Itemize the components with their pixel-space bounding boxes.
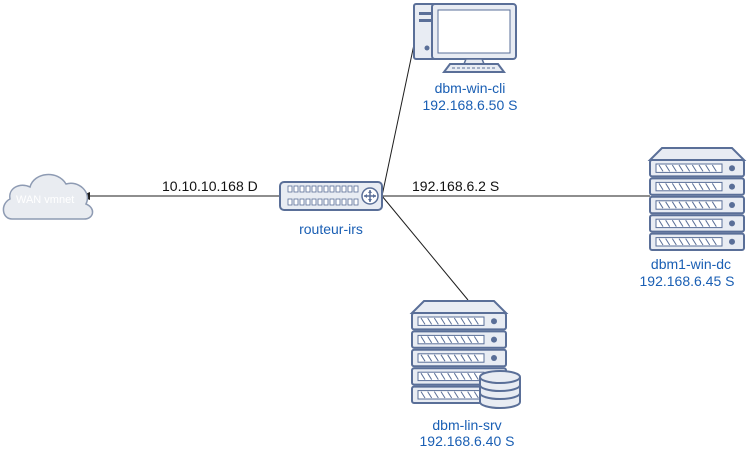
link-line-lin-srv (381, 195, 469, 301)
win-cli-ip: 192.168.6.50 S (422, 97, 518, 113)
router-label: routeur-irs (299, 221, 363, 237)
lan-link-label: 192.168.6.2 S (412, 178, 500, 194)
lin-srv-name: dbm-lin-srv (432, 417, 502, 433)
win-dc-name: dbm1-win-dc (650, 256, 732, 272)
rack-server-icon-dc (647, 147, 747, 252)
cloud-icon (2, 173, 94, 220)
lin-srv-ip: 192.168.6.40 S (419, 433, 515, 449)
wan-cloud-label: WAN vmnet (16, 194, 75, 206)
win-dc-ip: 192.168.6.45 S (639, 273, 735, 289)
router-icon (279, 181, 383, 211)
wan-link-label: 10.10.10.168 D (162, 178, 258, 194)
desktop-computer-icon (413, 3, 517, 73)
database-icon (479, 370, 521, 409)
win-cli-name: dbm-win-cli (434, 80, 506, 96)
link-line-win-cli (381, 34, 417, 197)
